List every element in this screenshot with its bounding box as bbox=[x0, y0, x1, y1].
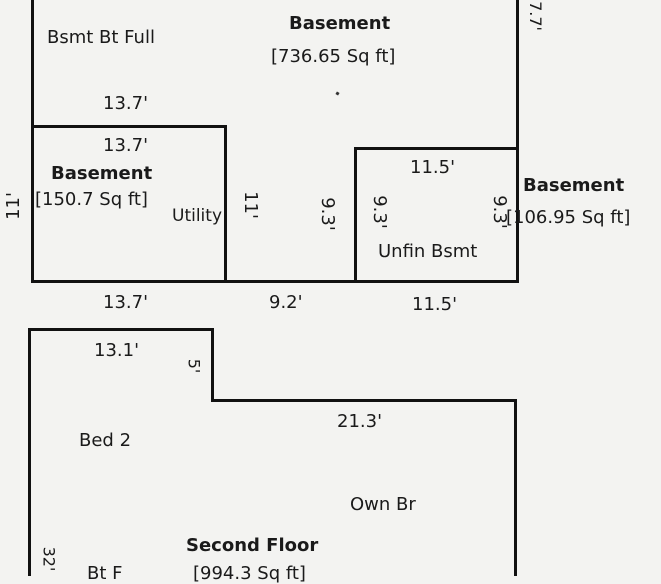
basement-left-title: Basement bbox=[51, 163, 153, 184]
basement-main-title: Basement bbox=[289, 13, 391, 34]
second-floor-top-right-wall bbox=[211, 399, 517, 402]
dim-left-room-top: 13.7' bbox=[103, 135, 149, 156]
second-floor-step-wall bbox=[211, 328, 214, 402]
dim-main-width: 13.7' bbox=[103, 93, 149, 114]
dim-bottom-right: 11.5' bbox=[412, 294, 458, 315]
basement-bottom-wall bbox=[31, 280, 519, 283]
basement-right-title: Basement bbox=[523, 175, 625, 196]
unfin-room-top-wall bbox=[354, 147, 519, 150]
basement-right-area: [106.95 Sq ft] bbox=[506, 207, 631, 228]
dim-center: 9.3' bbox=[316, 197, 338, 231]
bsmt-bt-full-label: Bsmt Bt Full bbox=[47, 27, 155, 48]
dim-second-top: 13.1' bbox=[94, 340, 140, 361]
basement-left-area: [150.7 Sq ft] bbox=[35, 189, 148, 210]
unfin-room-left-wall bbox=[354, 147, 357, 283]
bt-f-label: Bt F bbox=[87, 563, 123, 584]
dim-second-step: 5' bbox=[184, 358, 204, 374]
dim-left-side: 11' bbox=[2, 192, 24, 220]
second-floor-area: [994.3 Sq ft] bbox=[193, 563, 306, 584]
utility-label: Utility bbox=[172, 206, 223, 226]
scan-mark bbox=[335, 91, 340, 96]
dim-utility-right: 11' bbox=[239, 191, 261, 219]
second-floor-top-left-wall bbox=[28, 328, 214, 331]
basement-main-area: [736.65 Sq ft] bbox=[271, 46, 396, 67]
dim-second-left: 32' bbox=[39, 546, 59, 572]
second-floor-left-wall bbox=[28, 328, 31, 576]
dim-unfin-left: 9.3' bbox=[368, 195, 390, 229]
unfin-room-right-wall bbox=[516, 147, 519, 283]
dim-bottom-left: 13.7' bbox=[103, 292, 149, 313]
dim-second-right-top: 21.3' bbox=[337, 411, 383, 432]
basement-left-outer-wall bbox=[31, 0, 34, 283]
second-floor-title: Second Floor bbox=[186, 535, 319, 556]
basement-right-outer-wall bbox=[516, 0, 519, 150]
dim-unfin-top: 11.5' bbox=[410, 157, 456, 178]
dim-top-right: 7.7' bbox=[525, 1, 545, 31]
own-br-label: Own Br bbox=[350, 494, 416, 515]
second-floor-right-wall bbox=[514, 399, 517, 576]
unfin-bsmt-label: Unfin Bsmt bbox=[378, 241, 478, 262]
left-room-right-wall bbox=[224, 125, 227, 283]
dim-bottom-mid: 9.2' bbox=[269, 292, 303, 313]
bed-2-label: Bed 2 bbox=[79, 430, 132, 451]
left-room-top-wall bbox=[31, 125, 227, 128]
